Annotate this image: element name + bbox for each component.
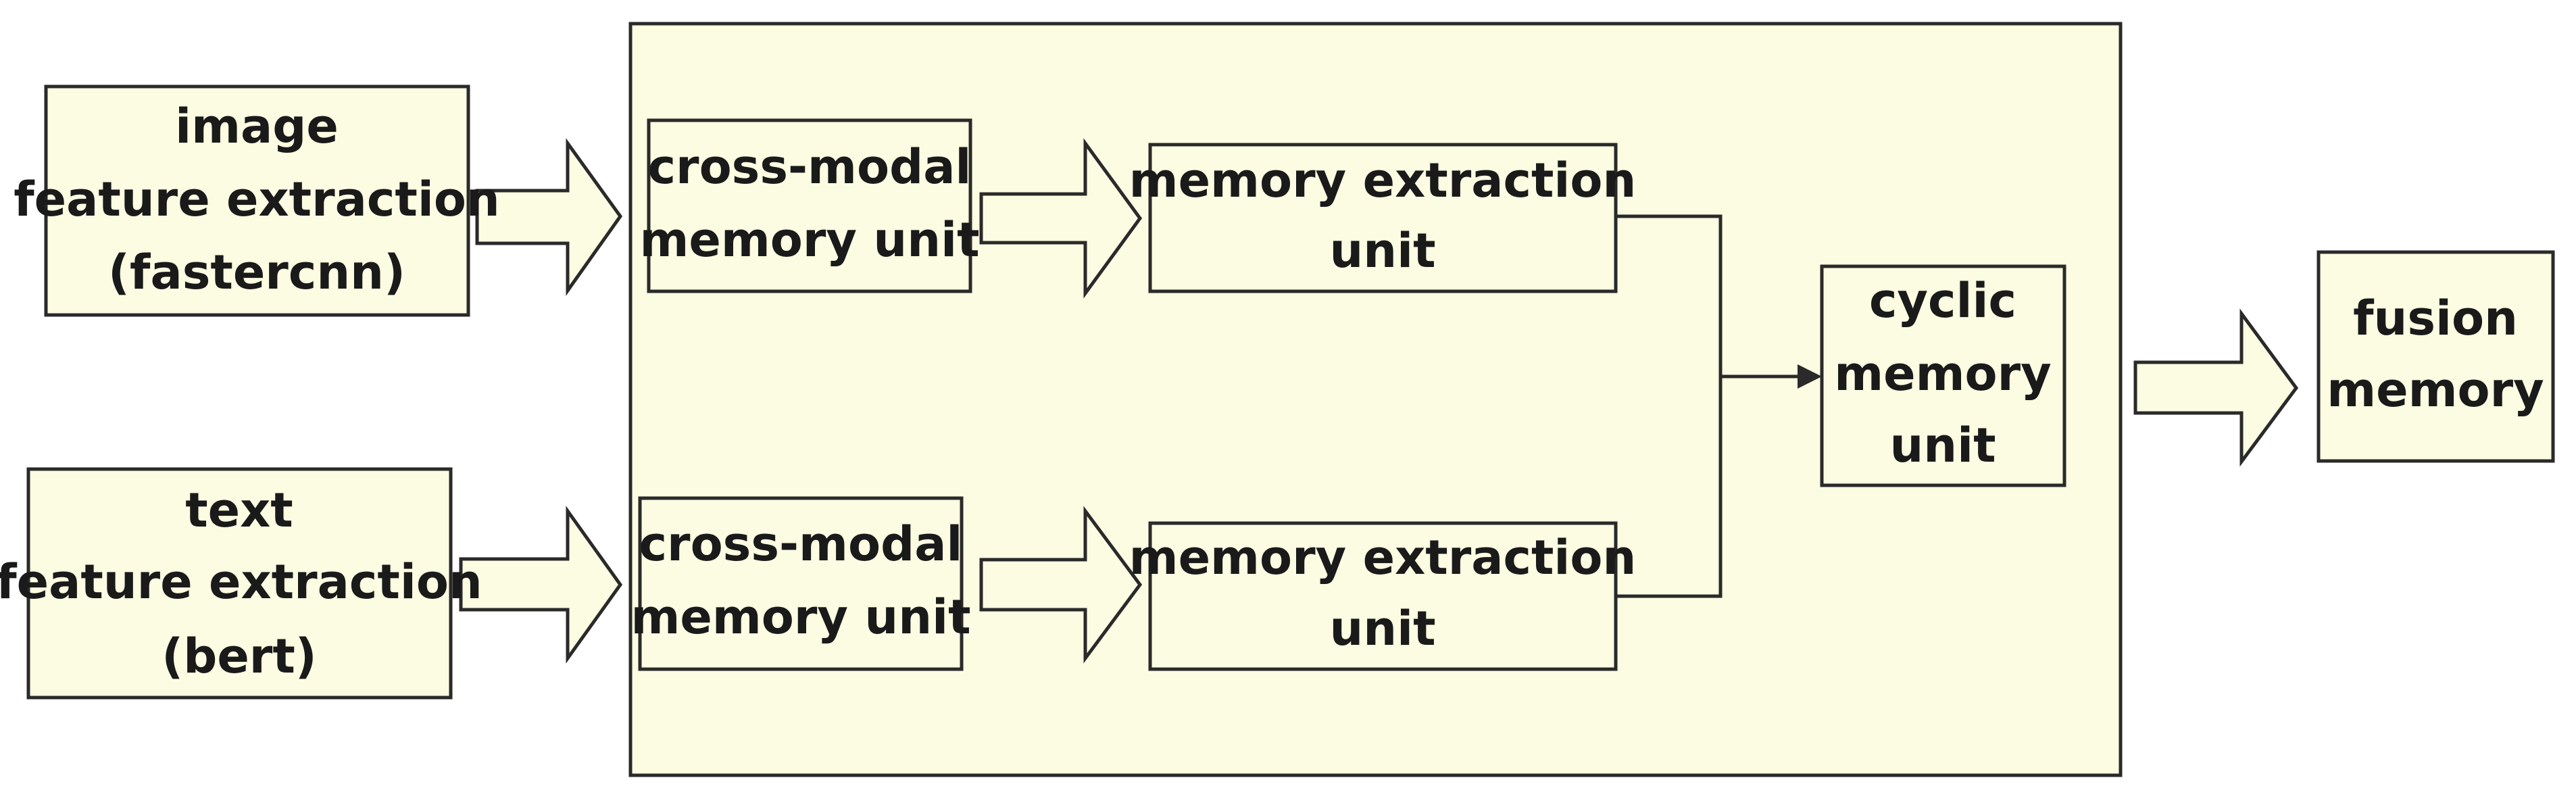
memory-extraction-unit-bottom-label: memory extraction unit — [1129, 530, 1637, 656]
cross-modal-top-line-1: cross-modal — [648, 139, 972, 195]
cyclic-memory-unit-box — [1820, 264, 2066, 487]
text-feature-extraction-label: text feature extraction (bert) — [0, 483, 482, 684]
image-label-line-3: (fastercnn) — [108, 245, 405, 300]
image-feature-extraction-box — [44, 84, 470, 317]
crossmodal-to-memory-extraction-bottom-arrow — [979, 506, 1143, 664]
cyclic-line-2: memory — [1834, 346, 2052, 402]
text-label-line-3: (bert) — [162, 629, 317, 684]
fusion-line-2: memory — [2327, 362, 2544, 418]
cross-modal-memory-unit-top-label: cross-modal memory unit — [639, 139, 979, 268]
memory-extraction-unit-top-label: memory extraction unit — [1129, 153, 1637, 278]
memory-extraction-bottom-line-2: unit — [1329, 601, 1435, 656]
cross-modal-bottom-line-2: memory unit — [630, 589, 970, 645]
memory-extraction-top-line-2: unit — [1329, 223, 1435, 278]
crossmodal-to-memory-extraction-top-arrow — [979, 138, 1143, 299]
cyclic-memory-unit-label: cyclic memory unit — [1834, 273, 2052, 473]
merge-arrowhead — [1798, 364, 1822, 389]
text-feature-extraction-box — [26, 467, 453, 700]
text-label-line-2: feature extraction — [0, 554, 482, 610]
cyclic-line-3: unit — [1889, 418, 1996, 473]
text-to-crossmodal-arrow — [459, 506, 623, 664]
image-feature-extraction-label: image feature extraction (fastercnn) — [14, 99, 500, 300]
text-label-line-1: text — [185, 483, 293, 538]
image-label-line-1: image — [175, 99, 339, 154]
memory-extraction-bottom-line-1: memory extraction — [1129, 530, 1637, 585]
fusion-memory-box — [2317, 250, 2555, 463]
memory-extraction-unit-top-box — [1148, 143, 1618, 293]
cross-modal-top-line-2: memory unit — [639, 212, 979, 268]
cross-modal-memory-unit-top-box — [647, 118, 972, 293]
memory-extraction-unit-bottom-box — [1148, 521, 1618, 671]
fusion-line-1: fusion — [2353, 291, 2518, 346]
cyclic-to-fusion-arrow — [2133, 308, 2299, 467]
cross-modal-memory-unit-bottom-box — [638, 496, 964, 671]
cross-modal-bottom-line-1: cross-modal — [639, 516, 963, 572]
memory-extraction-merge-connector — [1616, 214, 1723, 598]
image-to-crossmodal-arrow — [475, 138, 623, 296]
cyclic-line-1: cyclic — [1869, 273, 2016, 328]
fusion-memory-label: fusion memory — [2327, 291, 2544, 418]
memory-extraction-top-line-1: memory extraction — [1129, 153, 1637, 208]
cross-modal-memory-unit-bottom-label: cross-modal memory unit — [630, 516, 970, 645]
image-label-line-2: feature extraction — [14, 172, 500, 227]
